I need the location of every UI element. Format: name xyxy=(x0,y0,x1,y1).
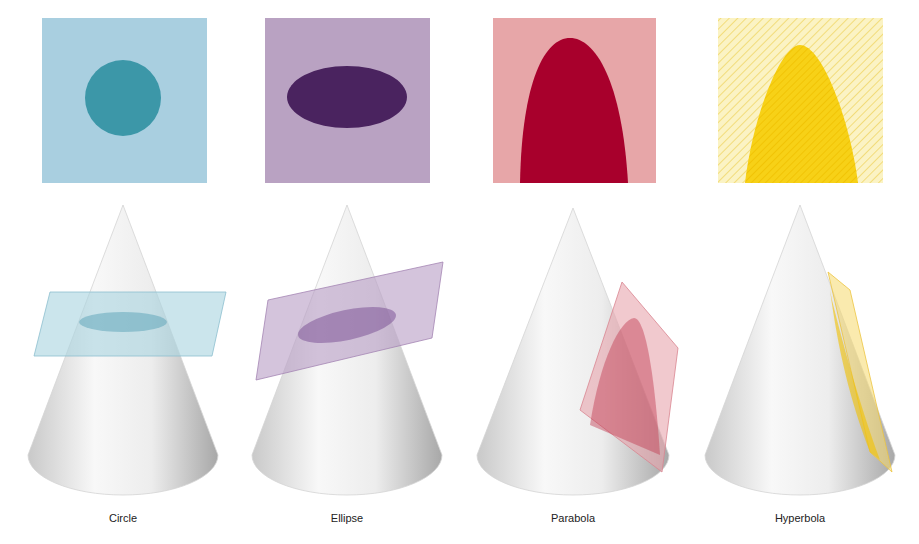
section-caption: Ellipse xyxy=(331,512,363,525)
cutting-plane xyxy=(828,272,892,472)
cutting-plane xyxy=(34,292,226,356)
cutting-plane xyxy=(580,282,678,472)
cutting-plane xyxy=(256,262,443,380)
ellipse-section xyxy=(295,300,399,350)
section-caption: Circle xyxy=(109,512,137,525)
ellipse-shape xyxy=(287,66,407,128)
parabola-shape xyxy=(520,38,628,183)
hyperbola-section xyxy=(830,290,880,460)
circle-panel xyxy=(42,18,207,183)
hyperbola-shape xyxy=(745,45,858,183)
hyperbola-panel xyxy=(718,18,883,183)
ellipse-panel xyxy=(265,18,430,183)
section-caption: Hyperbola xyxy=(775,512,825,525)
circle-shape xyxy=(85,60,161,136)
circle-section xyxy=(79,312,167,332)
section-caption: Parabola xyxy=(551,512,595,525)
cone xyxy=(252,205,442,495)
parabola-panel xyxy=(493,18,656,183)
cone xyxy=(705,205,895,495)
parabola-section xyxy=(590,318,660,455)
